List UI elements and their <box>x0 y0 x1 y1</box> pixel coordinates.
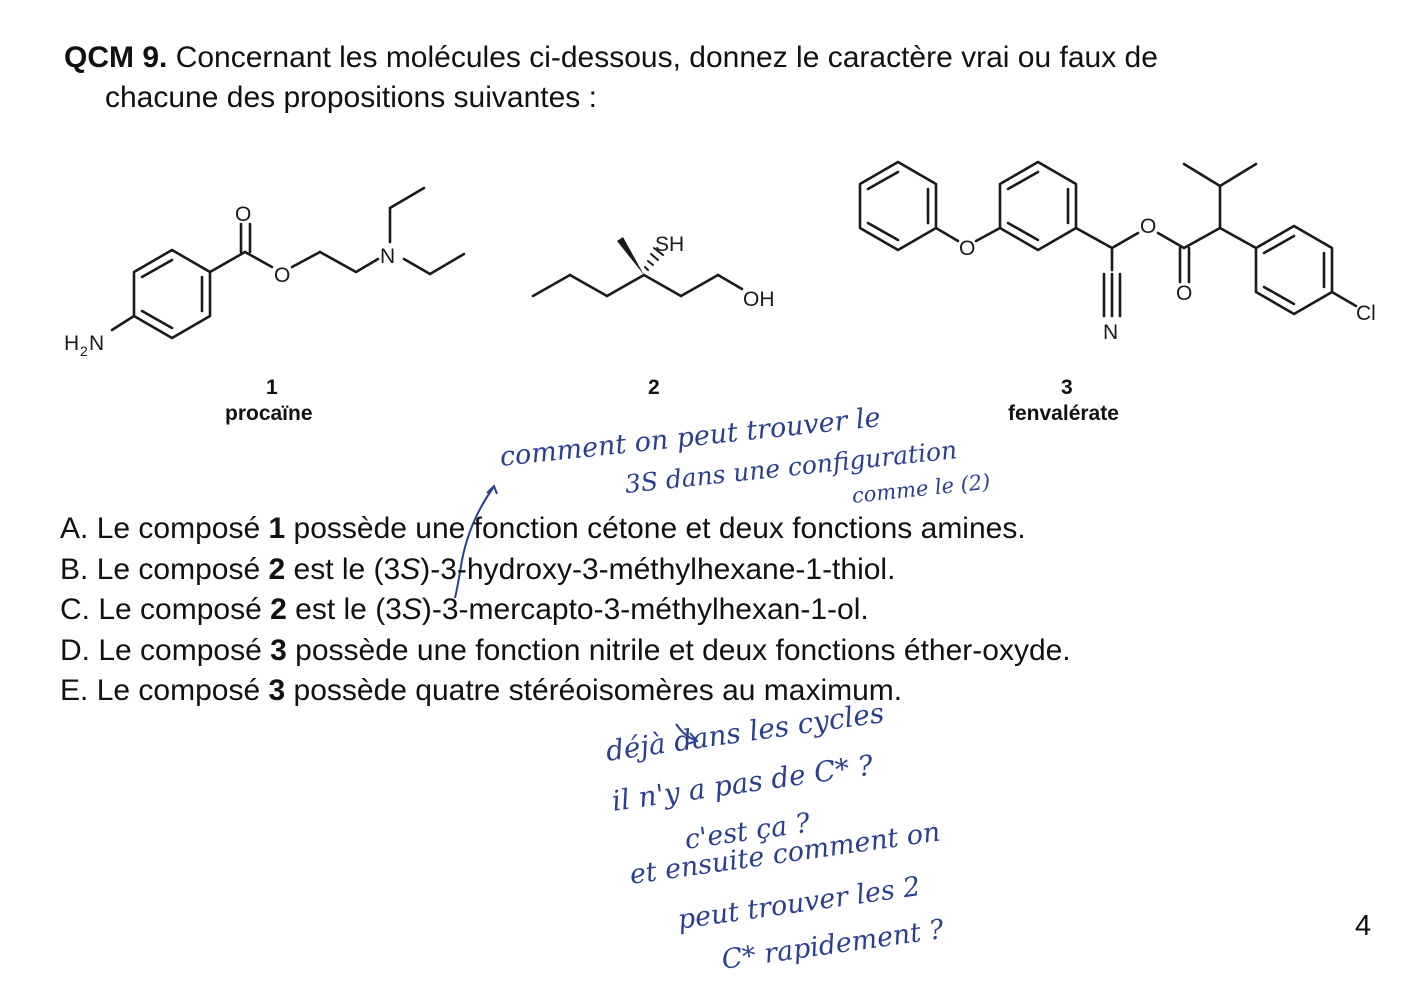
page-number: 4 <box>1355 910 1372 942</box>
procaine-amine-nitrogen: N <box>380 245 395 268</box>
option-c: C. Le composé 2 est le (3S)-3-mercapto-3… <box>60 590 1380 631</box>
procaine-nh2-h: H <box>64 332 79 355</box>
procaine-nh2-n: N <box>89 332 104 355</box>
fenvalerate-chlorine: Cl <box>1356 302 1376 325</box>
molecule-1-number: 1 <box>266 376 278 399</box>
fenvalerate-ether-oxygen: O <box>959 237 975 260</box>
answer-options: A. Le composé 1 possède une fonction cét… <box>60 509 1380 712</box>
option-b-stereo: S <box>400 552 421 586</box>
option-e: E. Le composé 3 possède quatre stéréoiso… <box>60 671 1380 712</box>
molecule-1-name: procaïne <box>225 402 313 425</box>
option-c-letter: C. <box>60 593 90 626</box>
question-header: QCM 9. Concernant les molécules ci-desso… <box>64 38 1364 118</box>
molecule-procaine: O O N H 2 N 1 procaïne <box>64 186 466 425</box>
procaine-carbonyl-oxygen: O <box>235 203 251 226</box>
molecule-2: SH OH 2 <box>531 233 775 399</box>
option-b-letter: B. <box>60 552 89 586</box>
option-d-letter: D. <box>60 633 90 667</box>
molecule-2-hydroxyl: OH <box>743 288 775 311</box>
option-c-mid: est le (3 <box>295 593 402 626</box>
option-b-text: )-3-hydroxy-3-méthylhexane-1-thiol. <box>420 552 896 586</box>
molecule-3-name: fenvalérate <box>1008 402 1119 425</box>
option-d-text: possède une fonction nitrile et deux fon… <box>295 633 1071 667</box>
fenvalerate-nitrile-nitrogen: N <box>1103 321 1118 344</box>
option-c-pre: Le composé <box>98 593 262 626</box>
annotation-arrow-2 <box>675 723 699 745</box>
option-c-text: )-3-mercapto-3-méthylhexan-1-ol. <box>421 593 869 626</box>
option-a-letter: A. <box>60 512 89 545</box>
option-b-mid: est le (3 <box>293 552 401 586</box>
molecule-3-number: 3 <box>1061 376 1073 399</box>
option-e-text: possède quatre stéréoisomères au maximum… <box>293 674 903 707</box>
option-c-compound: 2 <box>270 593 287 626</box>
annotation-arrow <box>454 487 494 599</box>
option-a: A. Le composé 1 possède une fonction cét… <box>60 509 1380 550</box>
option-a-pre: Le composé <box>96 512 261 545</box>
option-b: B. Le composé 2 est le (3S)-3-hydroxy-3-… <box>60 550 1380 591</box>
option-a-text: possède une fonction cétone et deux fonc… <box>293 512 1026 545</box>
option-e-compound: 3 <box>268 674 286 707</box>
question-text-line2: chacune des propositions suivantes : <box>105 81 597 114</box>
question-number: QCM 9. <box>64 41 168 74</box>
procaine-ester-oxygen: O <box>274 264 290 287</box>
option-b-pre: Le composé <box>96 552 261 586</box>
option-c-stereo: S <box>401 593 422 626</box>
option-e-letter: E. <box>60 674 89 707</box>
option-d-pre: Le composé <box>98 633 262 667</box>
option-a-compound: 1 <box>268 512 286 545</box>
molecule-fenvalerate: O O O N Cl 3 fenvalérate <box>858 160 1376 425</box>
annotation-arrow-head <box>486 484 498 495</box>
question-text-line1: Concernant les molécules ci-dessous, don… <box>175 41 1158 74</box>
molecule-2-number: 2 <box>648 376 660 399</box>
fenvalerate-carbonyl-oxygen: O <box>1176 282 1192 305</box>
option-e-pre: Le composé <box>96 674 261 707</box>
option-d-compound: 3 <box>270 633 287 667</box>
molecule-2-thiol: SH <box>655 233 684 256</box>
option-b-compound: 2 <box>268 552 286 586</box>
fenvalerate-ester-oxygen: O <box>1140 215 1156 238</box>
procaine-nh2-subscript: 2 <box>80 343 88 359</box>
option-d: D. Le composé 3 possède une fonction nit… <box>60 631 1380 672</box>
